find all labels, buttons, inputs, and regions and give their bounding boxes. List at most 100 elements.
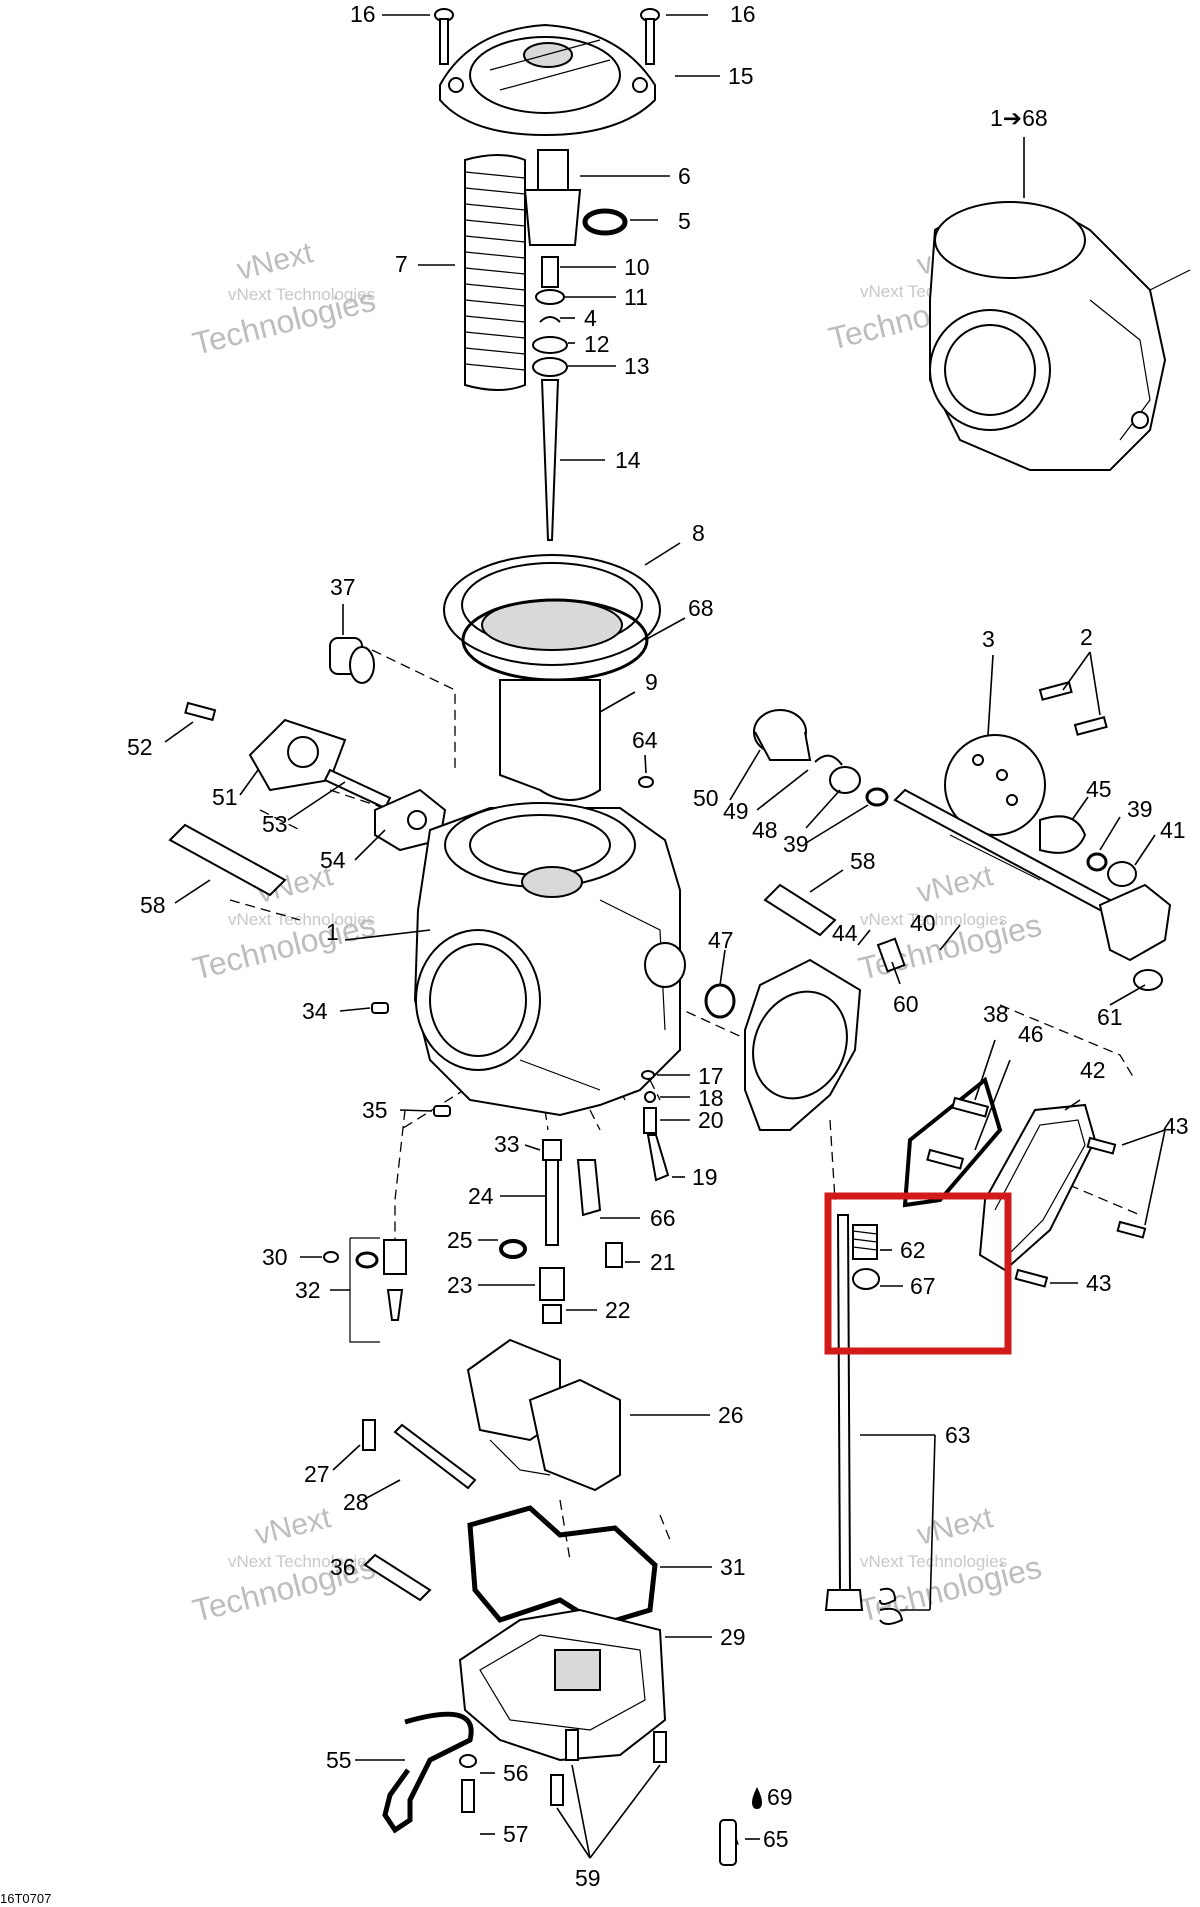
needle-part-14 <box>540 379 560 541</box>
callout-4: 4 <box>584 305 597 331</box>
watermark-big-9: vNext <box>252 1501 335 1552</box>
callout-5: 5 <box>678 208 691 234</box>
callout-52: 52 <box>127 734 153 760</box>
diaphragm-part-8 <box>443 554 661 666</box>
callout-29: 29 <box>720 1624 746 1650</box>
washer-part-56 <box>459 1754 477 1768</box>
washer-part-67 <box>852 1268 880 1290</box>
disc-part-3 <box>944 734 1046 836</box>
holder-part-23 <box>539 1267 565 1301</box>
callout-56: 56 <box>503 1760 529 1786</box>
callout-23: 23 <box>447 1272 473 1298</box>
cover-plate-part-42 <box>978 1103 1097 1272</box>
watermark-small-5: vNext Technologies <box>228 1552 375 1571</box>
callout-22: 22 <box>605 1297 631 1323</box>
screw-part-2-b <box>1073 716 1108 736</box>
screw-part-52 <box>184 701 217 722</box>
screw-part-16-left <box>434 8 454 65</box>
callout-16-left: 16 <box>350 1 376 27</box>
callout-33: 33 <box>494 1131 520 1157</box>
callout-27: 27 <box>304 1461 330 1487</box>
callout-31: 31 <box>720 1554 746 1580</box>
oring-part-17 <box>641 1070 655 1080</box>
inset-carburetor-assembly <box>929 201 1191 471</box>
clip-part-4 <box>539 316 561 323</box>
spring-part-7 <box>464 154 526 391</box>
spring-part-45 <box>1039 815 1087 854</box>
spring-part-20 <box>643 1107 657 1134</box>
callout-58-right: 58 <box>850 848 876 874</box>
callout-20: 20 <box>698 1107 724 1133</box>
callout-47: 47 <box>708 927 734 953</box>
lever-part-61 <box>1098 883 1172 991</box>
washer-part-48 <box>829 766 861 794</box>
screw-part-35 <box>433 1105 451 1117</box>
spring-part-10 <box>541 256 559 288</box>
watermark-big-11: vNext <box>914 1501 997 1552</box>
oring-part-47 <box>704 983 736 1019</box>
needle-holder-part-6 <box>523 149 582 246</box>
callout-18: 18 <box>698 1085 724 1111</box>
spring-part-62 <box>852 1224 878 1260</box>
screw-part-27 <box>362 1419 376 1451</box>
callout-24: 24 <box>468 1183 494 1209</box>
callout-8: 8 <box>692 520 705 546</box>
callout-42: 42 <box>1080 1057 1106 1083</box>
cap-part-15 <box>439 23 656 137</box>
tube-part-65 <box>719 1819 737 1866</box>
callout-38: 38 <box>983 1001 1009 1027</box>
screw-part-36 <box>363 1553 432 1602</box>
callout-55: 55 <box>326 1747 352 1773</box>
callout-12: 12 <box>584 331 610 357</box>
nozzle-part-33 <box>542 1139 562 1161</box>
watermark-big-7: vNext <box>914 859 997 910</box>
main-jet-part-22 <box>542 1304 562 1324</box>
callout-58-left: 58 <box>140 892 166 918</box>
callout-17: 17 <box>698 1063 724 1089</box>
jet-part-64 <box>638 776 654 788</box>
oring-part-5 <box>582 208 628 236</box>
callout-44: 44 <box>832 920 858 946</box>
washer-part-11 <box>535 289 565 305</box>
screw-part-59-c <box>653 1731 667 1763</box>
washer-part-13 <box>532 357 568 377</box>
float-bowl-part-29 <box>458 1608 667 1762</box>
pin-part-28 <box>393 1423 477 1490</box>
callout-7: 7 <box>395 251 408 277</box>
tube-part-58-right <box>763 883 837 937</box>
parts-layer <box>168 8 1191 1866</box>
callout-54: 54 <box>320 847 346 873</box>
callout-16-right: 16 <box>730 1 756 27</box>
needle-jet-part-24 <box>545 1159 559 1246</box>
oring-part-39-left <box>865 787 889 807</box>
callout-63: 63 <box>945 1422 971 1448</box>
callout-39-right: 39 <box>1127 796 1153 822</box>
callout-66: 66 <box>650 1205 676 1231</box>
callout-43-bottom: 43 <box>1086 1270 1112 1296</box>
callout-60: 60 <box>893 991 919 1017</box>
callout-2: 2 <box>1080 624 1093 650</box>
callout-50: 50 <box>693 785 719 811</box>
callout-59: 59 <box>575 1865 601 1891</box>
callout-1: 1 <box>326 919 339 945</box>
oring-part-25 <box>499 1239 527 1259</box>
callout-19: 19 <box>692 1164 718 1190</box>
screw-part-43-b <box>1116 1220 1147 1239</box>
callout-45: 45 <box>1086 776 1112 802</box>
oring-part-39-right <box>1086 852 1108 872</box>
drawing-code: 16T0707 <box>0 1891 51 1906</box>
callout-67[interactable]: 67 <box>910 1273 936 1299</box>
watermark-small-4: vNext Technologies <box>860 910 1007 929</box>
cover-part-51 <box>248 718 347 792</box>
callout-48: 48 <box>752 817 778 843</box>
callout-62[interactable]: 62 <box>900 1237 926 1263</box>
callout-69: 69 <box>767 1784 793 1810</box>
clip-part-49 <box>814 754 843 766</box>
callout-61: 61 <box>1097 1004 1123 1030</box>
highlight-box <box>824 1192 1012 1355</box>
callout-43-top: 43 <box>1163 1113 1189 1139</box>
callout-10: 10 <box>624 254 650 280</box>
callout-11: 11 <box>624 284 648 310</box>
callout-65: 65 <box>763 1826 789 1852</box>
